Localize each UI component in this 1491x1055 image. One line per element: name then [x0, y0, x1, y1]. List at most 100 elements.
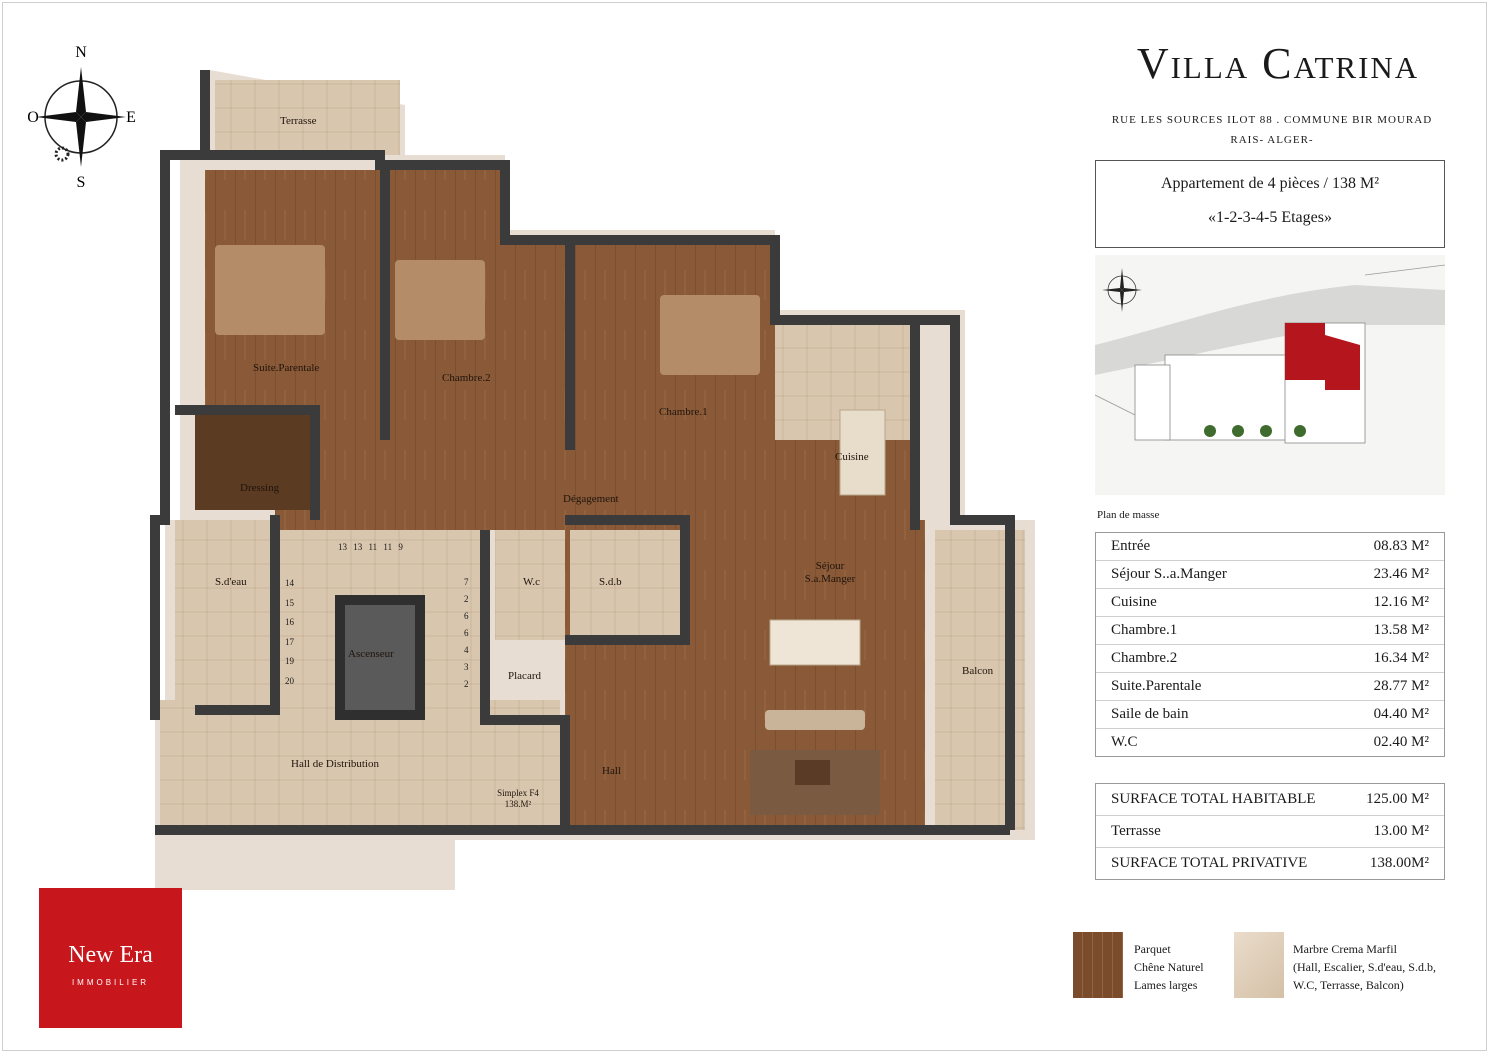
brand-sub: IMMOBILIER — [71, 978, 150, 987]
room-chambre-1: Chambre.1 — [659, 406, 708, 418]
stair-step: 2 — [464, 594, 469, 604]
surface-row: Chambre.2 16.34 M² — [1096, 645, 1444, 673]
total-name: SURFACE TOTAL HABITABLE — [1111, 791, 1316, 807]
stair-step: 14 — [285, 578, 294, 588]
stair-step: 16 — [285, 617, 294, 627]
surface-value: 08.83 M² — [1373, 538, 1429, 554]
total-name: Terrasse — [1111, 823, 1161, 839]
surface-name: W.C — [1111, 734, 1138, 750]
room-chambre-2: Chambre.2 — [442, 372, 491, 384]
surface-value: 28.77 M² — [1373, 678, 1429, 694]
compass-s: S — [77, 174, 86, 191]
legend-line: Marbre Crema Marfil — [1293, 942, 1397, 956]
room-balcon: Balcon — [962, 665, 994, 677]
brand-logo: New Era IMMOBILIER — [39, 888, 182, 1028]
surface-name: Cuisine — [1111, 594, 1157, 610]
apartment-floors: «1-2-3-4-5 Etages» — [1208, 209, 1332, 226]
room-placard: Placard — [508, 670, 541, 682]
surfaces-table: Entrée 08.83 M² Séjour S..a.Manger 23.46 M… — [1095, 532, 1445, 757]
room-degagement: Dégagement — [563, 493, 619, 505]
stair-step: 4 — [464, 645, 469, 655]
surface-value: 16.34 M² — [1373, 650, 1429, 666]
stair-step: 13 — [338, 542, 347, 552]
surface-row: Entrée 08.83 M² — [1096, 533, 1444, 561]
surface-name: Suite.Parentale — [1111, 678, 1202, 694]
surface-row: Cuisine 12.16 M² — [1096, 589, 1444, 617]
room-ascenseur: Ascenseur — [348, 648, 394, 660]
room-sejour: Séjour S.a.Manger — [804, 560, 856, 585]
stair-step: 3 — [464, 662, 469, 672]
legend-line: Lames larges — [1134, 978, 1198, 992]
surface-value: 12.16 M² — [1373, 594, 1429, 610]
site-map-compass-icon — [1102, 268, 1142, 312]
room-hall: Hall — [602, 765, 621, 777]
surface-value: 02.40 M² — [1373, 734, 1429, 750]
room-hall-distribution: Hall de Distribution — [291, 758, 379, 770]
stair-step: 17 — [285, 636, 294, 647]
room-suite-parentale: Suite.Parentale — [253, 362, 320, 374]
site-map-drawing — [1095, 264, 1445, 444]
stair-numbers-left: 14 15 16 17 19 20 — [285, 574, 294, 691]
surface-name: Chambre.2 — [1111, 650, 1178, 666]
stair-step: 2 — [464, 679, 469, 689]
stair-step: 13 — [353, 542, 363, 552]
floor-plan: Terrasse Suite.Parentale Chambre.2 Chamb… — [135, 60, 1055, 890]
compass-e: E — [126, 109, 136, 126]
room-dressing: Dressing — [240, 482, 280, 494]
compass-n: N — [75, 44, 87, 61]
room-wc: W.c — [523, 576, 541, 588]
stair-step: 7 — [464, 577, 469, 587]
surface-name: Saile de bain — [1111, 706, 1189, 722]
total-value: 13.00 M² — [1373, 823, 1429, 839]
stair-numbers-right: 7 2 6 6 4 3 2 — [464, 574, 469, 693]
stair-step: 11 — [383, 542, 393, 552]
surface-value: 23.46 M² — [1373, 566, 1429, 582]
stair-step: 19 — [285, 656, 294, 666]
stair-step: 15 — [285, 597, 294, 608]
compass-rose-icon: N S E O — [28, 44, 136, 191]
stair-step: 6 — [464, 628, 469, 638]
total-name: SURFACE TOTAL PRIVATIVE — [1111, 855, 1308, 871]
surface-name: Entrée — [1111, 538, 1151, 554]
project-address: RUE LES SOURCES ILOT 88 . COMMUNE BIR MO… — [1111, 114, 1433, 146]
legend-line: Parquet — [1134, 942, 1171, 956]
site-map — [1095, 255, 1445, 495]
floor-plan-drawing — [150, 70, 1035, 890]
legend-line: W.C, Terrasse, Balcon) — [1293, 978, 1404, 992]
marble-legend: Marbre Crema Marfil (Hall, Escalier, S.d… — [1293, 940, 1436, 994]
surface-name: Séjour S..a.Manger — [1111, 566, 1227, 582]
surface-value: 13.58 M² — [1373, 622, 1429, 638]
surface-row: Séjour S..a.Manger 23.46 M² — [1096, 561, 1444, 589]
room-sdeau: S.d'eau — [215, 576, 247, 588]
room-cuisine: Cuisine — [835, 451, 869, 463]
surface-row: W.C 02.40 M² — [1096, 729, 1444, 756]
total-row: Terrasse 13.00 M² — [1096, 816, 1444, 848]
compass-o: O — [28, 109, 39, 126]
brand-name: New Era — [68, 942, 153, 968]
room-simplex: Simplex F4 138.M² — [497, 788, 539, 809]
parquet-legend: Parquet Chêne Naturel Lames larges — [1134, 940, 1204, 994]
apartment-type: Appartement de 4 pièces / 138 M² — [1160, 175, 1380, 192]
total-row: SURFACE TOTAL PRIVATIVE 138.00M² — [1096, 848, 1444, 879]
surface-row: Suite.Parentale 28.77 M² — [1096, 673, 1444, 701]
legend-line: (Hall, Escalier, S.d'eau, S.d.b, — [1293, 960, 1436, 974]
map-caption: Plan de masse — [1097, 509, 1160, 521]
total-value: 138.00M² — [1369, 855, 1429, 871]
stair-step: 20 — [285, 675, 294, 686]
legend-line: Chêne Naturel — [1134, 960, 1204, 974]
room-terrasse: Terrasse — [280, 115, 317, 127]
surface-value: 04.40 M² — [1373, 706, 1429, 722]
project-title: Villa Catrina — [1136, 39, 1420, 88]
marble-swatch — [1234, 932, 1284, 998]
surface-row: Chambre.1 13.58 M² — [1096, 617, 1444, 645]
room-sdb: S.d.b — [599, 576, 622, 588]
stair-step: 6 — [464, 611, 469, 621]
surface-name: Chambre.1 — [1111, 622, 1178, 638]
parquet-swatch — [1073, 932, 1123, 998]
stair-numbers-top: 13 13 11 11 9 — [338, 542, 403, 552]
stair-step: 11 — [368, 542, 378, 552]
stair-step: 9 — [398, 542, 403, 552]
